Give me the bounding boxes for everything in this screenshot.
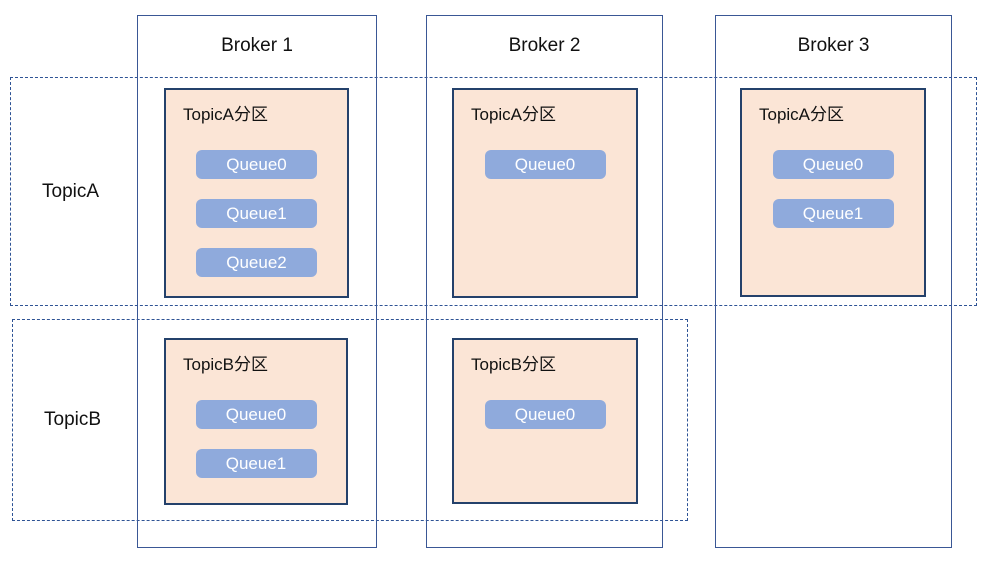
partition-title: TopicA分区 [471, 105, 557, 124]
queue-pill: Queue1 [195, 449, 317, 478]
broker-box-1: Broker 1 TopicA分区 Queue0 Queue1 Queue2 T… [137, 15, 377, 548]
queue-pill: Queue0 [195, 400, 317, 429]
queue-list: Queue0 [454, 150, 636, 179]
partition-broker2-topicA: TopicA分区 Queue0 [452, 88, 638, 298]
queue-pill: Queue0 [484, 400, 606, 429]
queue-pill: Queue1 [772, 199, 894, 228]
queue-pill: Queue0 [484, 150, 606, 179]
partition-title: TopicB分区 [471, 355, 557, 374]
topic-label-topicB: TopicB [44, 409, 102, 430]
queue-list: Queue0 Queue1 [166, 400, 346, 478]
partition-title: TopicA分区 [183, 105, 269, 124]
topic-band-topicB: TopicB [12, 319, 688, 521]
queue-list: Queue0 [454, 400, 636, 429]
queue-list: Queue0 Queue1 [742, 150, 924, 228]
partition-title: TopicB分区 [183, 355, 269, 374]
queue-list: Queue0 Queue1 Queue2 [166, 150, 347, 277]
queue-pill: Queue1 [196, 199, 317, 228]
queue-pill: Queue0 [772, 150, 894, 179]
partition-broker1-topicA: TopicA分区 Queue0 Queue1 Queue2 [164, 88, 349, 298]
broker-title-2: Broker 2 [508, 35, 581, 56]
queue-pill: Queue2 [196, 248, 317, 277]
queue-pill: Queue0 [196, 150, 317, 179]
broker-box-2: Broker 2 TopicA分区 Queue0 TopicB分区 Queue0 [426, 15, 663, 548]
partition-broker3-topicA: TopicA分区 Queue0 Queue1 [740, 88, 926, 297]
partition-broker1-topicB: TopicB分区 Queue0 Queue1 [164, 338, 348, 505]
broker-box-3: Broker 3 TopicA分区 Queue0 Queue1 [715, 15, 952, 548]
topic-label-topicA: TopicA [42, 180, 100, 202]
partition-broker2-topicB: TopicB分区 Queue0 [452, 338, 638, 504]
broker-title-3: Broker 3 [797, 35, 870, 56]
topic-band-topicA: TopicA [10, 77, 977, 306]
broker-title-1: Broker 1 [221, 35, 293, 56]
partition-title: TopicA分区 [759, 105, 845, 124]
